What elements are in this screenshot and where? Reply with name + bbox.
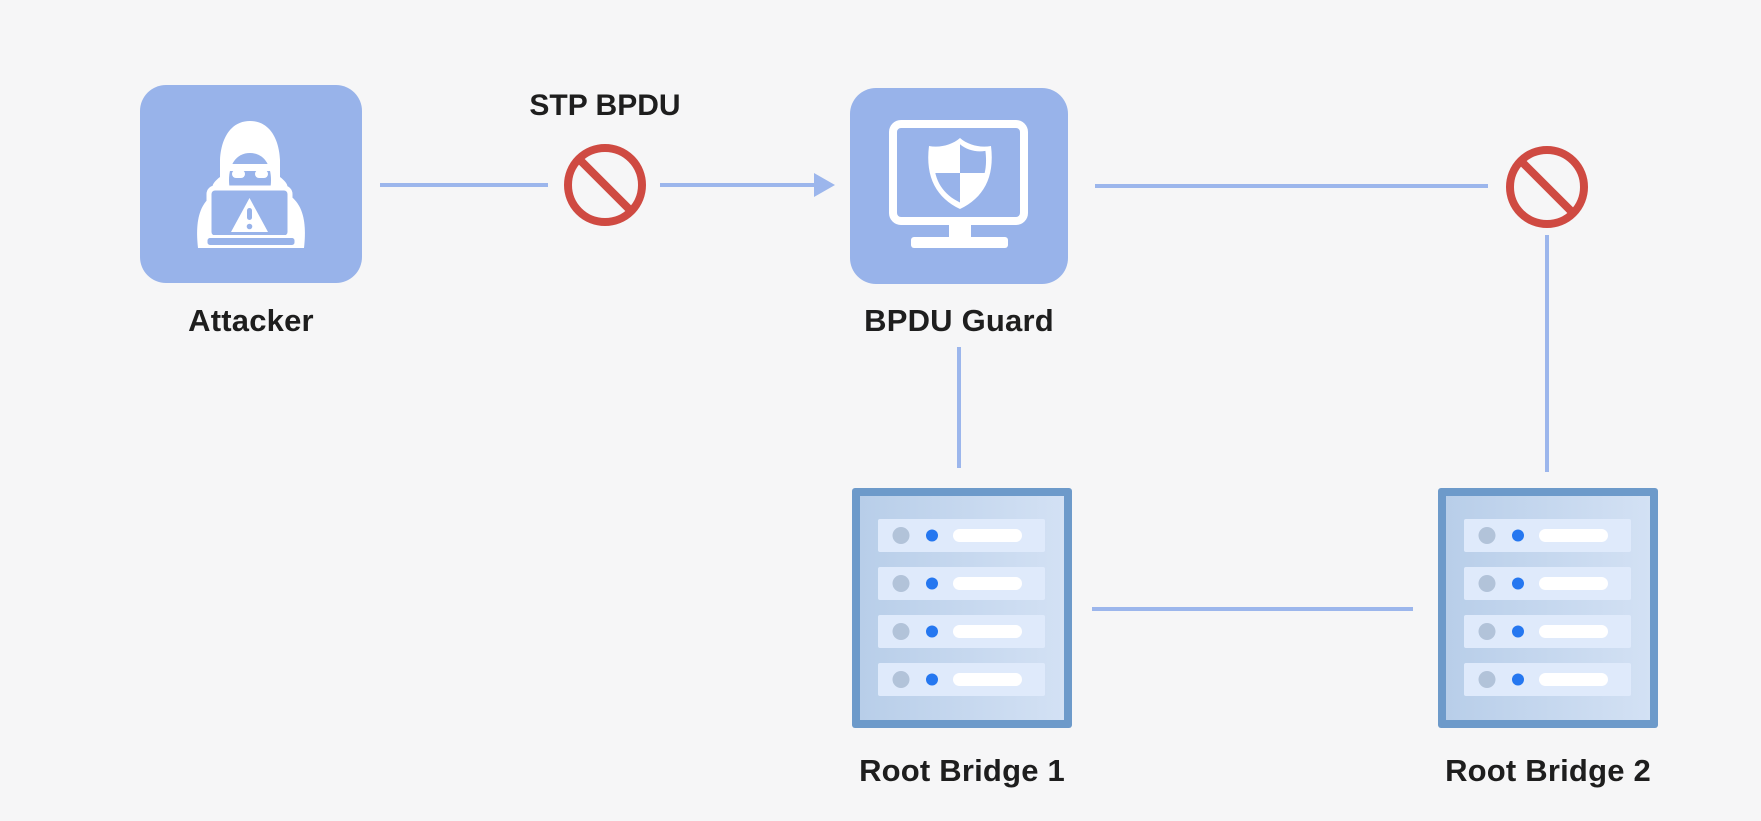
root-bridge-2-label: Root Bridge 2 <box>1445 753 1651 788</box>
no-entry-icon <box>562 142 648 228</box>
bpdu-guard-label: BPDU Guard <box>864 303 1054 338</box>
no-entry-icon <box>1504 144 1590 230</box>
connector-attacker-to-block <box>380 183 548 187</box>
root-bridge-1-node <box>852 488 1072 728</box>
server-icon <box>852 488 1072 728</box>
connector-root-bridge-1-to-root-bridge-2 <box>1092 607 1413 611</box>
connector-block2-to-root-bridge-2 <box>1545 235 1549 472</box>
connector-guard-to-root-bridge-1 <box>957 347 961 468</box>
stp-bpdu-edge-label: STP BPDU <box>529 89 681 122</box>
bpdu-guard-node <box>850 88 1068 284</box>
monitor-shield-icon <box>889 120 1028 248</box>
connector-block-to-guard <box>660 183 815 187</box>
server-icon <box>1438 488 1658 728</box>
root-bridge-2-node <box>1438 488 1658 728</box>
connector-guard-to-block2 <box>1095 184 1488 188</box>
attacker-node <box>140 85 362 283</box>
root-bridge-1-label: Root Bridge 1 <box>859 753 1065 788</box>
attacker-label: Attacker <box>188 303 314 338</box>
arrowhead-right-icon <box>814 173 835 197</box>
hacker-icon <box>197 121 305 248</box>
